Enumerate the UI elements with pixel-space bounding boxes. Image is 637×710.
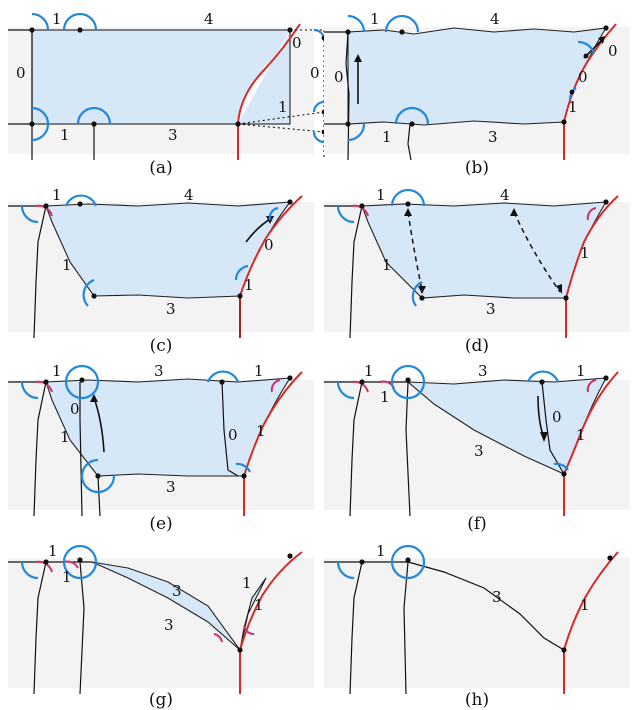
- label: 1: [380, 388, 390, 406]
- label: 0: [292, 34, 302, 52]
- label: 4: [490, 10, 500, 28]
- label: 1: [60, 428, 70, 446]
- label: 4: [500, 186, 510, 204]
- blue-region-right: [239, 577, 267, 651]
- caption-d: (d): [464, 336, 490, 356]
- label: 3: [474, 442, 484, 460]
- label: 1: [254, 362, 264, 380]
- label: 0: [334, 68, 344, 86]
- label: 1: [370, 10, 380, 28]
- red-curve: [243, 371, 303, 516]
- label: 3: [172, 582, 182, 600]
- label: 1: [60, 126, 70, 144]
- blue-region: [31, 29, 291, 125]
- red-curve: [563, 551, 619, 694]
- panel-d: 1 4 1 1 3: [324, 182, 630, 339]
- label: 1: [580, 596, 590, 614]
- label: 1: [62, 256, 72, 274]
- label: 3: [488, 128, 498, 146]
- panel-e: 1 3 1 0 1 0 1 3: [8, 360, 314, 517]
- label: 1: [568, 98, 578, 116]
- label: 1: [382, 128, 392, 146]
- caption-e: (e): [149, 514, 173, 534]
- label: 3: [154, 362, 164, 380]
- label: 1: [52, 10, 62, 28]
- red-curve: [565, 195, 619, 338]
- panel-a-diagram: 1 4 0 1 3 0 0 1: [8, 4, 327, 160]
- panel-f-diagram: 1 1 3 1 0 1 3: [324, 362, 630, 517]
- label: 0: [578, 68, 588, 86]
- caption-h: (h): [464, 690, 490, 710]
- label: 0: [16, 64, 26, 82]
- panel-d-diagram: 1 4 1 1 3: [324, 186, 630, 339]
- panel-h: 1 3 1: [324, 538, 630, 695]
- panel-h-diagram: 1 3 1: [324, 542, 630, 695]
- panel-c-diagram: 1 4 0 1 1 3: [8, 186, 314, 339]
- caption-c: (c): [149, 336, 173, 356]
- label: 3: [166, 300, 176, 318]
- label: 1: [382, 256, 392, 274]
- label: 1: [576, 362, 586, 380]
- label: 0: [228, 426, 238, 444]
- label: 3: [164, 616, 174, 634]
- label: 1: [364, 362, 374, 380]
- label: 1: [62, 568, 72, 586]
- label: 1: [376, 186, 386, 204]
- label: 3: [168, 126, 178, 144]
- panel-c: 1 4 0 1 1 3: [8, 182, 314, 339]
- label: 1: [580, 244, 590, 262]
- label: 0: [264, 236, 274, 254]
- panel-a: 1 4 0 1 3 0 0 1: [8, 4, 327, 160]
- label: 0: [70, 400, 80, 418]
- red-curve: [563, 23, 617, 160]
- caption-f: (f): [467, 514, 487, 534]
- label: 1: [48, 542, 58, 560]
- label: 1: [254, 596, 264, 614]
- label: 0: [310, 64, 320, 82]
- panel-f: 1 1 3 1 0 1 3: [324, 360, 630, 517]
- panel-g: 1 1 3 3 1 1: [8, 538, 314, 695]
- caption-b: (b): [464, 158, 490, 178]
- red-curve: [237, 23, 301, 160]
- red-curve: [239, 195, 303, 338]
- label: 1: [242, 574, 252, 592]
- label: 0: [552, 408, 562, 426]
- label: 1: [52, 186, 62, 204]
- label: 1: [278, 98, 288, 116]
- label: 1: [576, 426, 586, 444]
- label: 3: [166, 478, 176, 496]
- caption-a: (a): [149, 158, 173, 178]
- red-curve: [563, 371, 619, 516]
- caption-g: (g): [148, 690, 174, 710]
- label: 0: [608, 42, 618, 60]
- panel-b: 1 4 0 0 0 1 1 3: [324, 4, 630, 161]
- label: 3: [486, 300, 496, 318]
- red-curve: [239, 551, 303, 694]
- panel-g-diagram: 1 1 3 3 1 1: [8, 542, 314, 695]
- panel-b-diagram: 1 4 0 0 0 1 1 3: [324, 10, 630, 161]
- label: 4: [204, 10, 214, 28]
- label: 3: [492, 588, 502, 606]
- label: 3: [478, 362, 488, 380]
- label: 1: [52, 362, 62, 380]
- label: 1: [256, 422, 266, 440]
- label: 4: [184, 186, 194, 204]
- label: 1: [376, 542, 386, 560]
- label: 1: [244, 276, 254, 294]
- panel-e-diagram: 1 3 1 0 1 0 1 3: [8, 362, 314, 517]
